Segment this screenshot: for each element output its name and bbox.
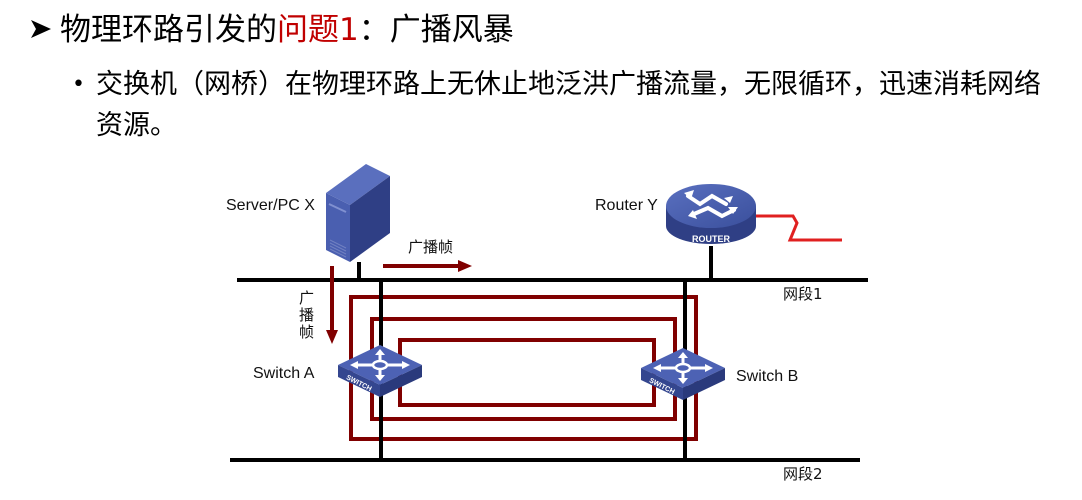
segment-1-label: 网段1 — [783, 285, 823, 303]
router-badge: ROUTER — [692, 234, 731, 244]
broadcast-frame-label-vertical-2: 播 — [299, 306, 314, 324]
broadcast-frame-label-vertical-1: 广 — [299, 289, 314, 307]
switch-b-icon: SWITCH — [641, 348, 725, 400]
server-label: Server/PC X — [226, 197, 315, 214]
heading-colon: ： — [358, 12, 390, 48]
switch-b-label: Switch B — [736, 368, 798, 385]
heading-highlight: 问题1 — [277, 12, 359, 48]
broadcast-arrow-right — [383, 260, 472, 272]
wan-link-icon — [752, 214, 842, 242]
heading-prefix: 物理环路引发的 — [60, 12, 277, 48]
loop-inner — [398, 338, 656, 407]
segment-2-label: 网段2 — [783, 465, 823, 483]
bullet-text: 交换机（网桥）在物理环路上无休止地泛洪广播流量，无限循环，迅速消耗网络资源。 — [96, 69, 1041, 141]
broadcast-frame-label-vertical-3: 帧 — [299, 323, 314, 341]
dot-bullet-icon: • — [72, 72, 85, 97]
router-label: Router Y — [595, 197, 658, 214]
bullet-point: • 交换机（网桥）在物理环路上无休止地泛洪广播流量，无限循环，迅速消耗网络资源。 — [72, 64, 1062, 146]
server-tower-icon — [326, 164, 390, 262]
slide-heading: 物理环路引发的问题1：广播风暴 — [30, 8, 514, 52]
switch-a-label: Switch A — [253, 365, 315, 382]
broadcast-arrow-down — [326, 266, 338, 344]
switch-a-icon: SWITCH — [338, 345, 422, 397]
router-icon: ROUTER — [666, 184, 756, 244]
heading-suffix: 广播风暴 — [389, 12, 514, 48]
arrowhead-bullet-icon — [31, 19, 51, 38]
broadcast-frame-label-horizontal: 广播帧 — [408, 238, 453, 256]
